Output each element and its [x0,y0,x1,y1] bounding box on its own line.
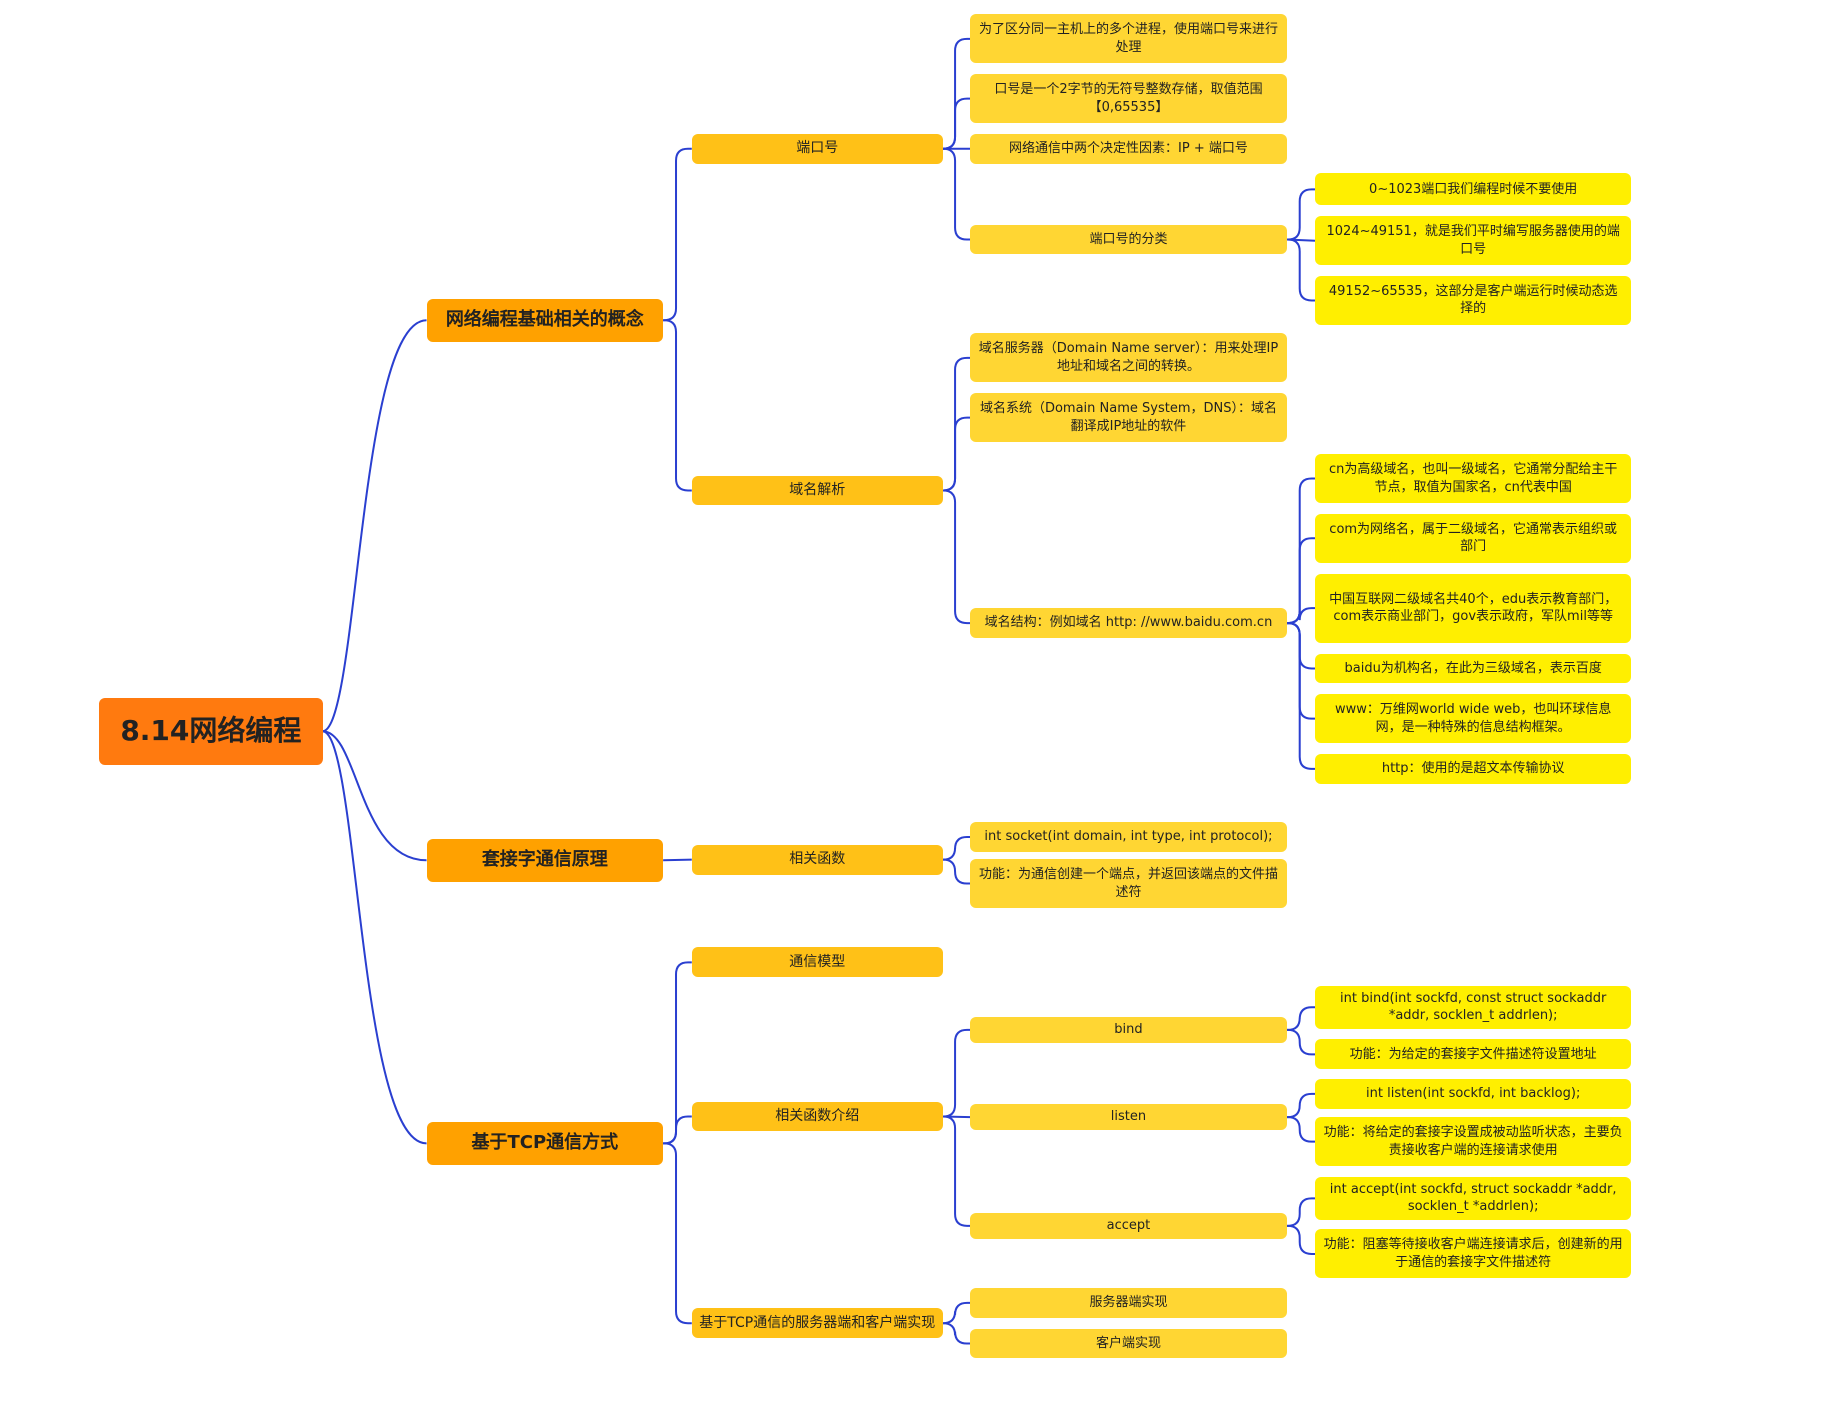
connector-listen-listen-1 [1286,1092,1316,1119]
node-sock-fn[interactable]: 相关函数 [691,844,943,875]
node-tcp-impl[interactable]: 基于TCP通信的服务器端和客户端实现 [691,1308,943,1339]
connector-dns-dns-2 [942,416,971,492]
node-dns-2[interactable]: 域名系统（Domain Name System，DNS）：域名翻译成IP地址的软… [970,393,1287,443]
connector-root-basics [322,319,427,733]
node-port-1[interactable]: 为了区分同一主机上的多个进程，使用端口号来进行处理 [970,14,1287,64]
node-socket[interactable]: 套接字通信原理 [426,838,664,882]
node-pc-1[interactable]: 0~1023端口我们编程时候不要使用 [1315,173,1631,206]
node-listen-2[interactable]: 功能：将给定的套接字设置成被动监听状态，主要负责接收客户端的连接请求使用 [1315,1117,1631,1167]
connector-sock-fn-sf-1 [942,835,971,861]
node-tcp-model[interactable]: 通信模型 [691,947,943,978]
node-port-class[interactable]: 端口号的分类 [970,224,1287,255]
node-ds-6[interactable]: http：使用的是超文本传输协议 [1315,753,1631,784]
connector-port-class-pc-1 [1286,188,1316,241]
connector-listen-listen-2 [1286,1116,1316,1143]
connector-root-socket [322,730,427,862]
node-ds-2[interactable]: com为网络名，属于二级域名，它通常表示组织或部门 [1315,513,1631,563]
node-dns-1[interactable]: 域名服务器（Domain Name server）：用来处理IP地址和域名之间的… [970,333,1287,383]
node-root[interactable]: 8.14网络编程 [99,697,323,765]
node-bind[interactable]: bind [970,1016,1287,1044]
node-tcp-fn[interactable]: 相关函数介绍 [691,1101,943,1132]
node-port[interactable]: 端口号 [691,133,943,164]
connector-port-port-class [942,147,971,241]
node-ds-4[interactable]: baidu为机构名，在此为三级域名，表示百度 [1315,653,1631,684]
connector-accept-accept-1 [1286,1197,1316,1227]
node-accept[interactable]: accept [970,1212,1287,1239]
connector-dns-struct-ds-4 [1286,622,1316,670]
node-accept-1[interactable]: int accept(int sockfd, struct sockaddr *… [1315,1176,1631,1220]
node-accept-2[interactable]: 功能：阻塞等待接收客户端连接请求后，创建新的用于通信的套接字文件描述符 [1315,1229,1631,1279]
connector-port-port-2 [942,97,971,150]
connector-dns-struct-ds-1 [1286,477,1316,625]
connector-tcp-fn-accept [942,1115,971,1227]
connector-tcp-impl-impl-client [942,1322,971,1345]
node-bind-2[interactable]: 功能：为给定的套接字文件描述符设置地址 [1315,1039,1631,1070]
node-ds-5[interactable]: www：万维网world wide web，也叫环球信息网，是一种特殊的信息结构… [1315,694,1631,744]
connector-port-port-1 [942,37,971,150]
connector-accept-accept-2 [1286,1224,1316,1255]
connector-dns-struct-ds-2 [1286,537,1316,625]
connector-bind-bind-1 [1286,1006,1316,1031]
connector-dns-dns-struct [942,489,971,625]
connector-basics-dns [663,319,692,492]
connector-tcp-fn-bind [942,1028,971,1118]
node-sf-2[interactable]: 功能：为通信创建一个端点，并返回该端点的文件描述符 [970,859,1287,909]
node-bind-1[interactable]: int bind(int sockfd, const struct sockad… [1315,985,1631,1029]
connector-tcp-tcp-fn [663,1115,692,1145]
node-sf-1[interactable]: int socket(int domain, int type, int pro… [970,822,1287,852]
node-port-3[interactable]: 网络通信中两个决定性因素：IP + 端口号 [970,133,1287,164]
node-ds-1[interactable]: cn为高级域名，也叫一级域名，它通常分配给主干节点，取值为国家名，cn代表中国 [1315,454,1631,503]
connector-root-tcp [322,730,427,1145]
connector-sock-fn-sf-2 [942,858,971,885]
node-listen-1[interactable]: int listen(int sockfd, int backlog); [1315,1078,1631,1109]
connector-bind-bind-2 [1286,1028,1316,1056]
connector-dns-struct-ds-6 [1286,622,1316,770]
node-pc-3[interactable]: 49152~65535，这部分是客户端运行时候动态选择的 [1315,276,1631,325]
node-dns[interactable]: 域名解析 [691,475,943,506]
connector-tcp-impl-impl-server [942,1301,971,1325]
connector-basics-port [663,147,692,322]
connector-port-class-pc-3 [1286,238,1316,302]
connector-dns-struct-ds-5 [1286,622,1316,720]
node-basics[interactable]: 网络编程基础相关的概念 [426,298,664,342]
node-tcp[interactable]: 基于TCP通信方式 [426,1121,664,1165]
connector-tcp-tcp-impl [663,1142,692,1325]
node-pc-2[interactable]: 1024~49151，就是我们平时编写服务器使用的端口号 [1315,216,1631,266]
node-ds-3[interactable]: 中国互联网二级域名共40个，edu表示教育部门，com表示商业部门，gov表示政… [1315,573,1631,643]
node-port-2[interactable]: 口号是一个2字节的无符号整数存储，取值范围【0,65535】 [970,74,1287,124]
connector-dns-struct-ds-3 [1286,607,1316,625]
connector-socket-sock-fn [663,858,692,862]
node-impl-server[interactable]: 服务器端实现 [970,1288,1287,1318]
node-dns-struct[interactable]: 域名结构：例如域名 http: //www.baidu.com.cn [970,608,1287,638]
node-listen[interactable]: listen [970,1104,1287,1131]
node-impl-client[interactable]: 客户端实现 [970,1328,1287,1359]
